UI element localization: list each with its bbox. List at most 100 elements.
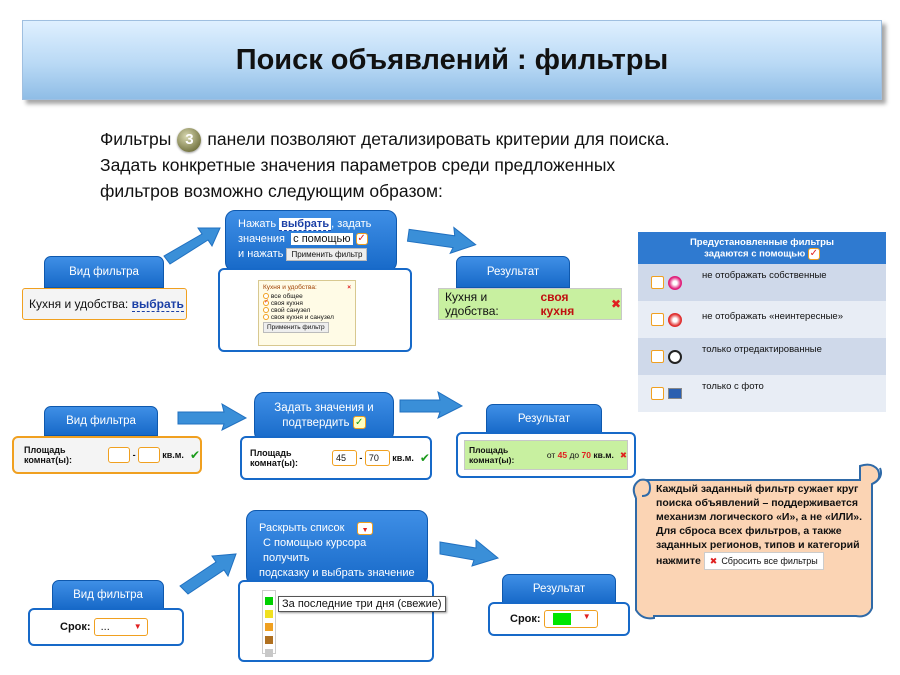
info-scroll: Каждый заданный фильтр сужает круг поиск… (628, 458, 888, 620)
preset-checkbox[interactable] (650, 350, 664, 363)
confirm-check-icon[interactable]: ✔ (189, 448, 200, 462)
chevron-down-icon: ▼ (582, 612, 591, 621)
arrow-icon (439, 532, 500, 577)
period-select[interactable]: ... ▼ (93, 618, 148, 636)
area-to-input[interactable]: 70 (364, 450, 390, 466)
area-from-input[interactable]: 45 (331, 450, 357, 466)
fresh-color-swatch (552, 613, 571, 625)
arrow-icon (177, 402, 248, 439)
from-word: от (546, 450, 556, 460)
field-label: Площадь комнат(ы): (24, 445, 72, 465)
preset-row[interactable]: только с фото (638, 375, 886, 412)
arrow-icon (399, 390, 464, 425)
step-text: значения (238, 233, 286, 245)
intro-line3: фильтров возможно следующим образом: (100, 181, 443, 201)
option-icon[interactable] (265, 610, 273, 618)
hide-uninteresting-icon (667, 312, 682, 327)
preset-label: не отображать собственные (702, 270, 827, 281)
title-banner: Поиск объявлений : фильтры (22, 20, 882, 100)
to-word: до (569, 450, 580, 460)
row2-result-panel: Площадь комнат(ы): от 45 до 70 кв.м. ✖ (456, 432, 636, 478)
select-link[interactable]: выбрать (131, 296, 184, 312)
option-icon[interactable] (265, 636, 273, 644)
preset-row[interactable]: не отображать собственные (638, 264, 886, 301)
row2-filter-tab: Вид фильтра (44, 406, 158, 436)
row3-step-panel: За последние три дня (свежие) (238, 580, 446, 662)
row2-result-field: Площадь комнат(ы): от 45 до 70 кв.м. ✖ (464, 440, 628, 470)
row3-result-field: Срок: ▼ (488, 602, 630, 636)
reset-all-filters-button[interactable]: ✖Сбросить все фильтры (703, 552, 824, 570)
row1-filter-tab: Вид фильтра (44, 256, 164, 288)
row1-step-tab: Нажать выбрать, задать значения с помощь… (225, 210, 397, 272)
popup-option[interactable]: ✓ своя кухня (263, 299, 303, 307)
option-icon[interactable] (265, 623, 273, 631)
hide-own-icon (667, 275, 682, 290)
preset-header-line: Предустановленные фильтры (689, 236, 835, 248)
step-text: с помощью (291, 233, 353, 245)
popup-option[interactable]: все общее (263, 293, 351, 300)
color-list (262, 590, 276, 657)
preset-label: только отредактированные (702, 344, 822, 355)
preset-checkbox[interactable] (650, 276, 664, 289)
page-title: Поиск объявлений : фильтры (235, 43, 669, 76)
preset-checkbox[interactable] (650, 313, 664, 326)
filter-popup: Кухня и удобства: × все общее ✓ своя кухн… (258, 280, 356, 346)
dash: - (359, 453, 363, 463)
apply-filter-button: Применить фильтр (286, 248, 368, 261)
photo-icon (667, 388, 682, 399)
confirm-check-icon[interactable]: ✔ (419, 451, 430, 465)
remove-filter-icon[interactable]: ✖ (610, 297, 621, 311)
note-body: Каждый заданный фильтр сужает круг поиск… (656, 483, 863, 567)
row1-filter-field: Кухня и удобства: выбрать (22, 288, 187, 320)
preset-row[interactable]: не отображать «неинтересные» (638, 301, 886, 338)
preset-label: не отображать «неинтересные» (702, 311, 844, 322)
select-value: ... (100, 621, 110, 633)
popup-option[interactable]: своя кухня и санузел (263, 314, 351, 321)
arrow-icon (406, 226, 478, 261)
option-label: все общее (270, 293, 303, 300)
popup-apply-button[interactable]: Применить фильтр (263, 322, 329, 333)
chevron-down-icon: ▼ (133, 622, 142, 631)
checkbox-icon: ✓ (807, 247, 820, 260)
step-text: Задать значения и подтвердить (274, 402, 374, 429)
step-text: подсказку и выбрать значение (259, 567, 415, 579)
remove-filter-icon[interactable]: ✖ (619, 449, 627, 460)
result-from: 45 (557, 450, 568, 460)
period-select[interactable]: ▼ (543, 610, 598, 628)
step-text: С помощью курсора получить (263, 537, 367, 564)
row2-result-tab: Результат (486, 404, 602, 434)
checkbox-icon: ✓ (355, 233, 368, 246)
tab-label: Вид фильтра (69, 266, 139, 278)
field-label: Площадь комнат(ы): (250, 448, 298, 468)
check-icon: ✓ (352, 416, 366, 430)
tab-label: Вид фильтра (66, 415, 136, 427)
option-icon[interactable] (265, 649, 273, 657)
intro-line1-after: панели позволяют детализировать критерии… (207, 129, 670, 149)
tab-label: Результат (517, 413, 571, 425)
tab-label: Результат (486, 266, 540, 278)
filter-label: Кухня и удобства: (29, 297, 129, 311)
tab-label: Вид фильтра (73, 589, 143, 601)
area-from-input[interactable] (108, 447, 131, 463)
step-text: Раскрыть список (259, 522, 345, 534)
preset-row[interactable]: только отредактированные (638, 338, 886, 375)
close-icon[interactable]: × (347, 284, 351, 291)
note-text: Каждый заданный фильтр сужает круг поиск… (656, 482, 866, 570)
fresh-option-icon[interactable] (265, 597, 273, 605)
row1-step-panel: Кухня и удобства: × все общее ✓ своя кухн… (218, 268, 412, 352)
option-label: своя кухня (270, 300, 303, 307)
preset-checkbox[interactable] (650, 387, 664, 400)
area-to-input[interactable] (138, 447, 160, 463)
popup-title: Кухня и удобства: (263, 284, 317, 291)
reset-label: Сбросить все фильтры (721, 556, 818, 566)
preset-filters-table: Предустановленные фильтры задаются с пом… (638, 232, 886, 412)
arrow-icon (179, 548, 240, 599)
close-icon: ✖ (709, 556, 718, 566)
option-label: свой санузел (270, 307, 311, 314)
popup-option[interactable]: свой санузел (263, 307, 351, 314)
unit-label: кв.м. (392, 453, 414, 463)
unit-label: кв.м. (593, 450, 614, 460)
row2-step-tab: Задать значения и подтвердить ✓ (254, 392, 394, 442)
tab-label: Результат (532, 583, 586, 595)
